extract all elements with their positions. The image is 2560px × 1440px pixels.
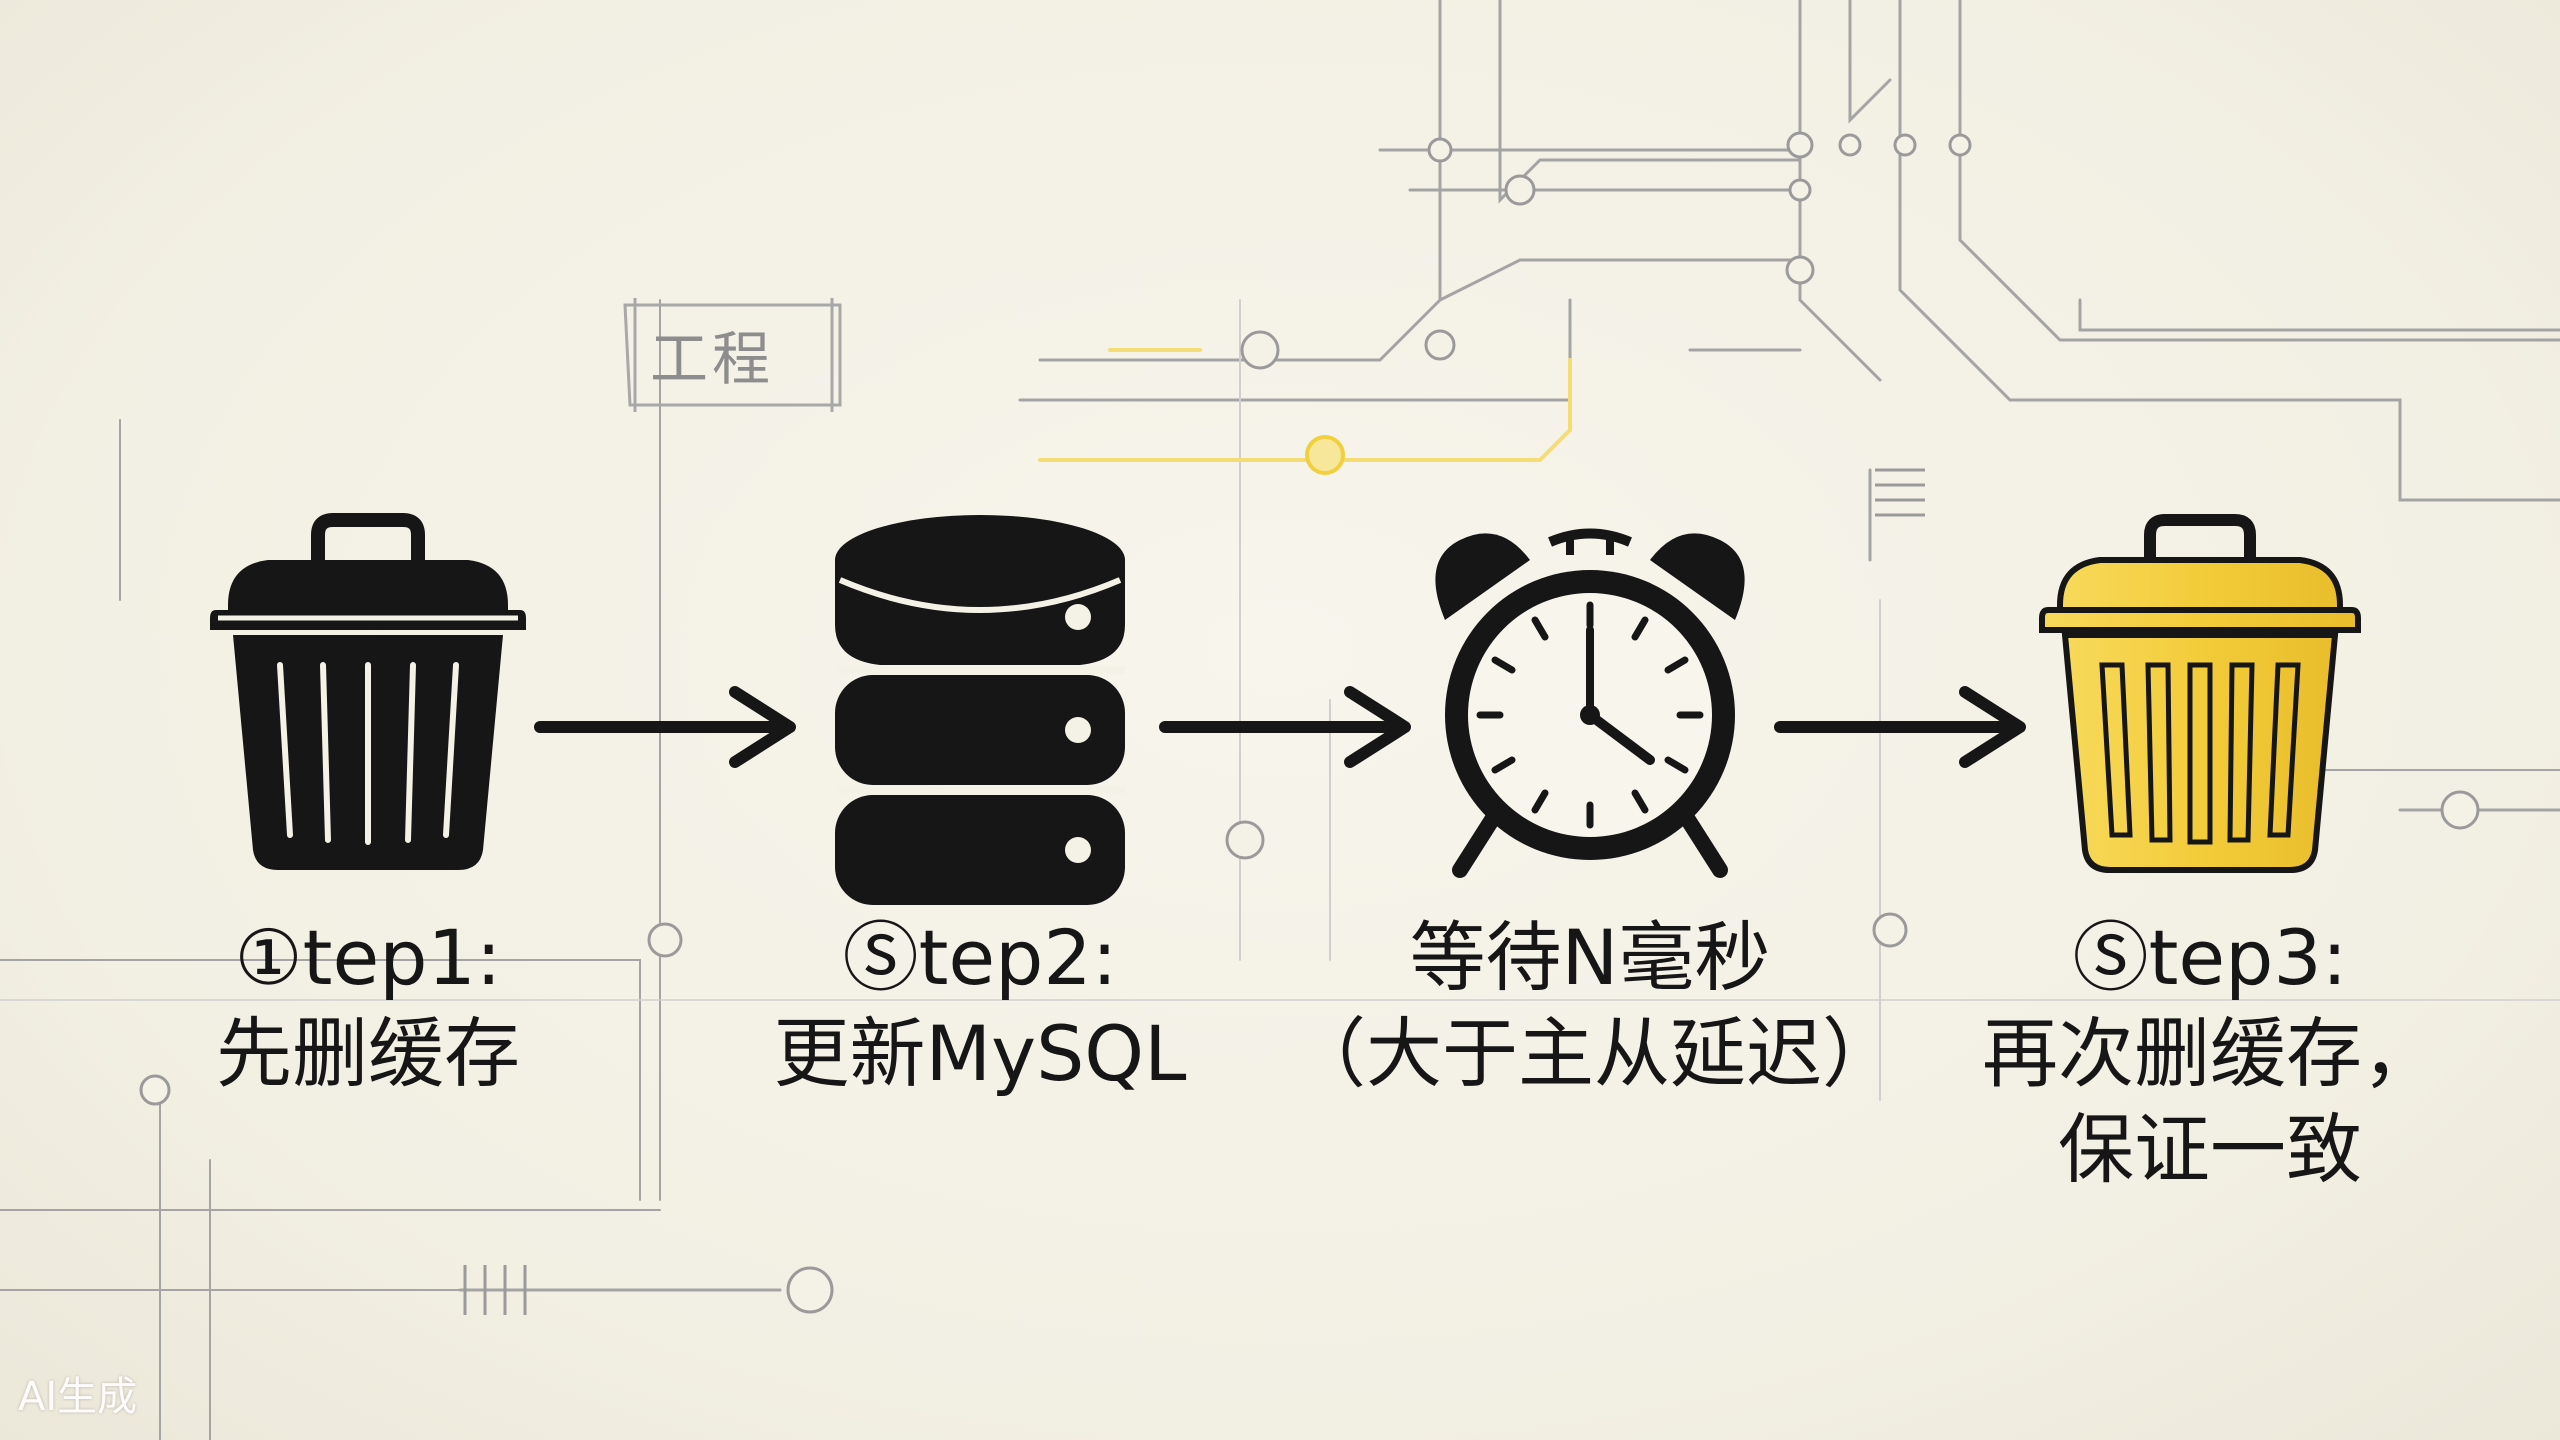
ai-generated-watermark: AI生成: [18, 1374, 138, 1420]
circuit-accent: [1038, 348, 1572, 462]
wait-label: 等待N毫秒 （大于主从延迟）: [1290, 910, 1898, 1102]
step1-label: ①tep1: 先删缓存: [168, 910, 568, 1102]
arrow-wait-to-step3: [1774, 686, 2026, 768]
trash-can-yellow-icon: [2039, 514, 2361, 873]
sketch-label-engineering: 工程: [650, 325, 775, 393]
arrow-step2-to-wait: [1159, 686, 1411, 768]
step2-title: Ⓢtep2:: [842, 913, 1118, 1002]
step3-label: Ⓢtep3: 再次删缓存， 保证一致: [1960, 910, 2460, 1198]
sketch-label-box: [623, 298, 842, 412]
trash-can-black-icon: [210, 513, 526, 870]
wait-title: 等待N毫秒: [1409, 913, 1771, 1002]
wait-description: （大于主从延迟）: [1290, 1009, 1898, 1098]
step2-description: 更新MySQL: [773, 1009, 1187, 1098]
arrow-step1-to-step2: [534, 686, 796, 768]
step2-label: Ⓢtep2: 更新MySQL: [730, 910, 1230, 1102]
alarm-clock-icon: [1435, 528, 1745, 878]
database-server-icon: [835, 515, 1125, 905]
step3-title: Ⓢtep3:: [2072, 913, 2348, 1002]
step3-description: 再次删缓存，: [1982, 1009, 2438, 1098]
step1-title: ①tep1:: [234, 913, 502, 1002]
step1-description: 先删缓存: [216, 1009, 520, 1098]
circuit-nodes: [139, 131, 2480, 1314]
step3-description-line2: 保证一致: [2058, 1105, 2362, 1194]
